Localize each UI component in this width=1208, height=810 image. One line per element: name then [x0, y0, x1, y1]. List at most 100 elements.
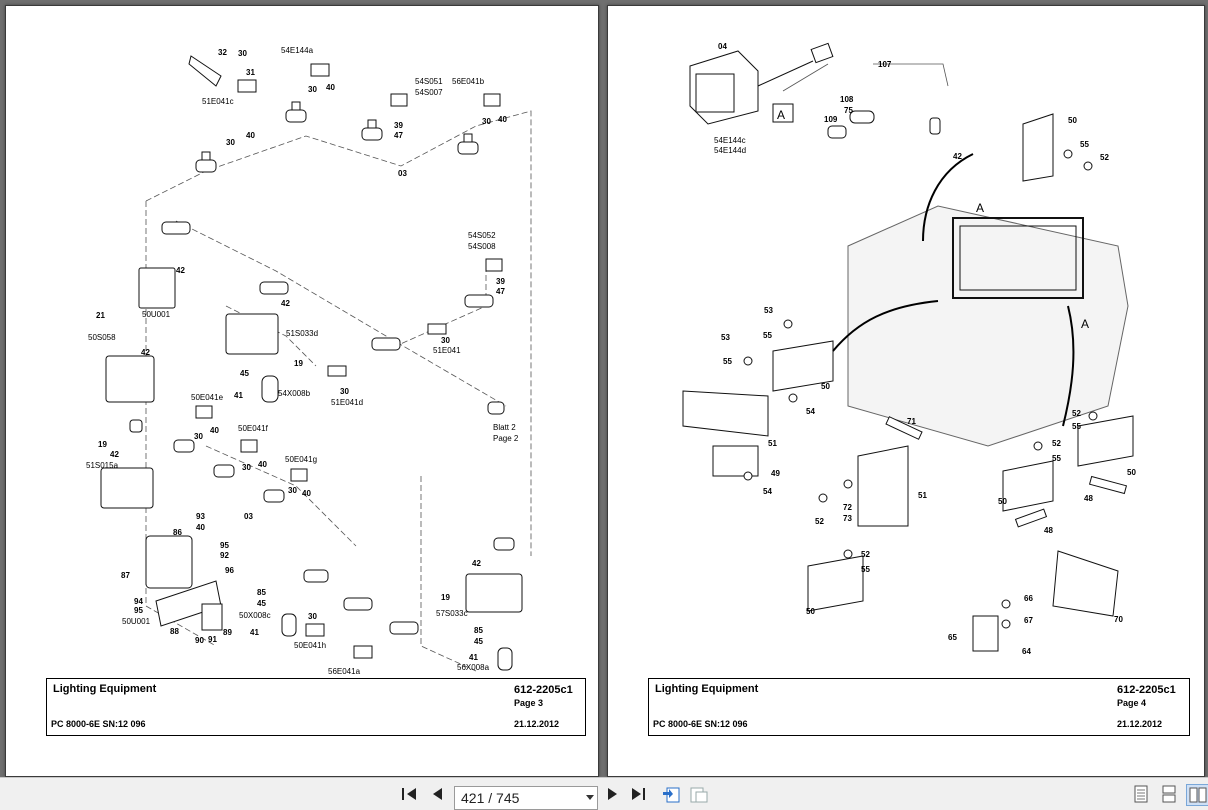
callout-label: 70 — [1114, 615, 1123, 624]
callout-label: 51E041d — [331, 398, 363, 407]
callout-label: 41 — [250, 628, 259, 637]
previous-page-button[interactable] — [426, 784, 448, 804]
next-view-icon — [690, 787, 708, 803]
callout-label: 85 — [257, 588, 266, 597]
callout-label: 64 — [1022, 647, 1031, 656]
callout-label: 48 — [1044, 526, 1053, 535]
single-page-view-button[interactable] — [1130, 784, 1152, 804]
callout-label: 19 — [98, 440, 107, 449]
callout-label: 41 — [469, 653, 478, 662]
callout-label: 30 — [441, 336, 450, 345]
callout-label: 56E041b — [452, 77, 485, 86]
callout-label: 30 — [194, 432, 203, 441]
callout-label: 51 — [768, 439, 777, 448]
callout-label: 50E041e — [191, 393, 224, 402]
callout-label: 40 — [246, 131, 255, 140]
callout-label: 55 — [861, 565, 870, 574]
callout-label: 42 — [953, 152, 962, 161]
right-callouts: 04 107 A 54E144c 54E144d 108 75 109 42 5… — [714, 42, 1136, 656]
callout-label: 32 — [218, 48, 227, 57]
left-parts-drawing: 32 30 31 54E144a 30 40 51E041c 40 30 54S… — [86, 46, 532, 676]
callout-label: A — [976, 201, 984, 215]
page-number-field[interactable]: 421 / 745 — [454, 786, 598, 810]
callout-label: 54 — [806, 407, 815, 416]
last-page-button[interactable] — [628, 784, 650, 804]
page-number-value[interactable]: 421 / 745 — [461, 790, 520, 806]
single-page-view-icon — [1134, 785, 1148, 803]
next-page-button[interactable] — [602, 784, 624, 804]
callout-label: 51E041 — [433, 346, 461, 355]
callout-label: 72 — [843, 503, 852, 512]
callout-label: 54S007 — [415, 88, 443, 97]
callout-label: 39 — [394, 121, 403, 130]
callout-label: 04 — [718, 42, 727, 51]
drawing-date: 21.12.2012 — [1117, 719, 1163, 729]
callout-label: 54E144d — [714, 146, 746, 155]
callout-label: 30 — [340, 387, 349, 396]
callout-label: 87 — [121, 571, 130, 580]
callout-label: 30 — [238, 49, 247, 58]
callout-label: 55 — [763, 331, 772, 340]
callout-label: 66 — [1024, 594, 1033, 603]
callout-label: 42 — [472, 559, 481, 568]
callout-label: 56E041a — [328, 667, 361, 676]
callout-label: 30 — [308, 85, 317, 94]
continuous-view-icon — [1162, 785, 1176, 803]
callout-label: 50E041f — [238, 424, 269, 433]
callout-label: 55 — [1080, 140, 1089, 149]
callout-label: 03 — [244, 512, 253, 521]
callout-label: 40 — [326, 83, 335, 92]
machine-serial: PC 8000-6E SN:12 096 — [51, 719, 146, 729]
right-title-block: Lighting Equipment 612-2205c1 Page 4 PC … — [648, 678, 1190, 736]
callout-label: 52 — [1052, 439, 1061, 448]
callout-label: 39 — [496, 277, 505, 286]
callout-label: 45 — [240, 369, 249, 378]
page-label: Page 4 — [1117, 698, 1147, 708]
right-page: 04 107 A 54E144c 54E144d 108 75 109 42 5… — [607, 5, 1205, 777]
drawing-date: 21.12.2012 — [514, 719, 560, 729]
callout-label: 42 — [110, 450, 119, 459]
chevron-down-icon[interactable] — [583, 787, 597, 809]
callout-label: 40 — [498, 115, 507, 124]
callout-label: 67 — [1024, 616, 1033, 625]
callout-label: 30 — [482, 117, 491, 126]
callout-label: A — [777, 108, 785, 122]
callout-label: 50 — [1127, 468, 1136, 477]
callout-label: 40 — [210, 426, 219, 435]
callout-label: A — [1081, 317, 1089, 331]
first-page-icon — [402, 788, 416, 800]
previous-view-icon — [663, 787, 680, 803]
callout-label: 42 — [141, 348, 150, 357]
facing-view-icon — [1189, 787, 1207, 803]
last-page-icon — [632, 788, 645, 800]
callout-label: 50U001 — [122, 617, 151, 626]
callout-label: 57S033c — [436, 609, 468, 618]
callout-label: 45 — [257, 599, 266, 608]
facing-view-button[interactable] — [1186, 784, 1208, 806]
callout-label: 92 — [220, 551, 229, 560]
left-page: 32 30 31 54E144a 30 40 51E041c 40 30 54S… — [5, 5, 599, 777]
next-view-button[interactable] — [688, 784, 710, 804]
callout-label: 86 — [173, 528, 182, 537]
callout-label: 30 — [242, 463, 251, 472]
document-number: 612-2205c1 — [514, 684, 573, 696]
previous-page-icon — [433, 788, 442, 800]
document-number: 612-2205c1 — [1117, 684, 1176, 696]
callout-label: 50E041h — [294, 641, 326, 650]
left-callouts: 32 30 31 54E144a 30 40 51E041c 40 30 54S… — [86, 46, 519, 676]
callout-label: 50U001 — [142, 310, 171, 319]
callout-label: 51E041c — [202, 97, 234, 106]
left-title-block: Lighting Equipment 612-2205c1 Page 3 PC … — [46, 678, 586, 736]
first-page-button[interactable] — [398, 784, 420, 804]
callout-label: 42 — [176, 266, 185, 275]
callout-label: 91 — [208, 635, 217, 644]
callout-label: 71 — [907, 417, 916, 426]
callout-label: 109 — [824, 115, 838, 124]
callout-label: 65 — [948, 633, 957, 642]
callout-label: 51S015a — [86, 461, 119, 470]
previous-view-button[interactable] — [660, 784, 682, 804]
callout-label: 93 — [196, 512, 205, 521]
continuous-view-button[interactable] — [1158, 784, 1180, 804]
callout-label: 51S033d — [286, 329, 318, 338]
callout-label: 30 — [226, 138, 235, 147]
